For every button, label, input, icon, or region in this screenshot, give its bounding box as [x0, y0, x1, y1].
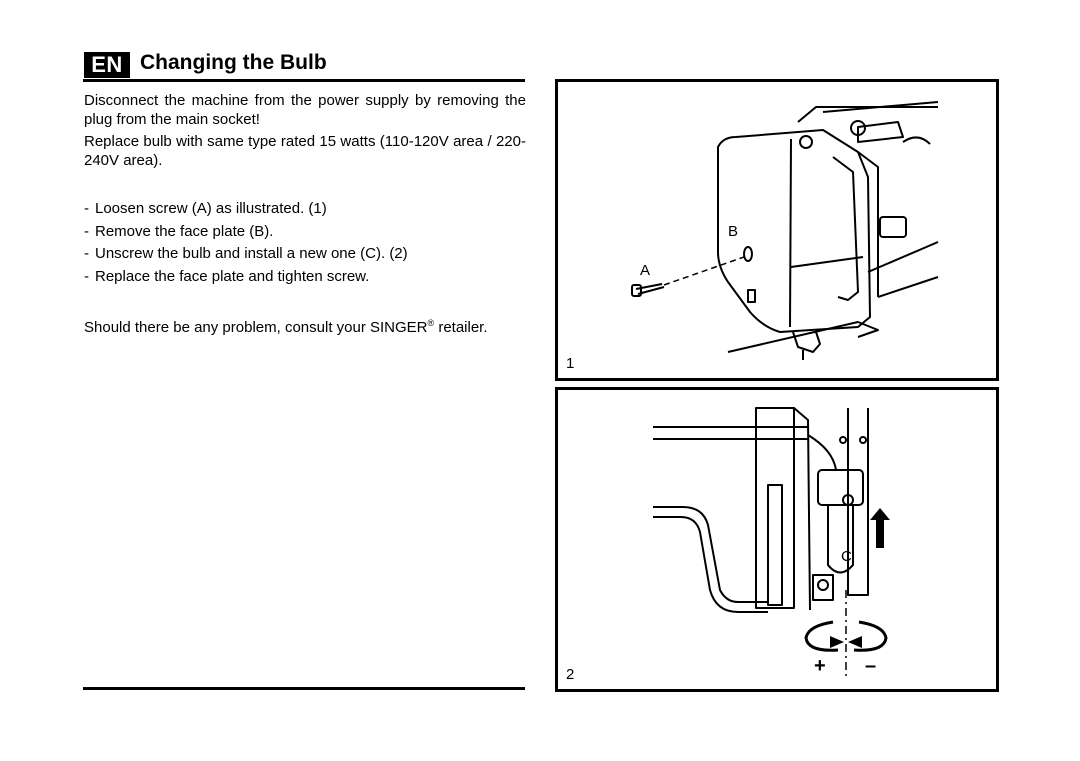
instruction-steps: -Loosen screw (A) as illustrated. (1) -R…: [84, 198, 526, 288]
step-item: -Replace the face plate and tighten scre…: [84, 267, 370, 285]
label-c: C: [841, 548, 852, 565]
step-text: Loosen screw (A) as illustrated. (1): [95, 200, 327, 217]
note-text: Should there be any problem, consult you…: [84, 319, 428, 336]
face-plate-illustration: A B: [631, 101, 939, 360]
step-item: -Loosen screw (A) as illustrated. (1): [84, 200, 327, 217]
bulb-spec-paragraph: Replace bulb with same type rated 15 wat…: [84, 133, 526, 169]
step-text: Replace the face plate and tighten screw…: [95, 267, 370, 285]
page-title: Changing the Bulb: [140, 51, 327, 74]
step-item: -Remove the face plate (B).: [84, 222, 274, 240]
figure-2-number: 2: [566, 666, 575, 683]
figure-2-bulb: C + – 2: [555, 387, 999, 692]
language-badge: EN: [84, 52, 130, 78]
label-a: A: [640, 262, 650, 279]
minus-sign: –: [865, 655, 876, 677]
figure-1-face-plate: A B 1: [555, 79, 999, 381]
figure-1-number: 1: [566, 355, 575, 372]
retailer-note: Should there be any problem, consult you…: [84, 318, 526, 337]
step-item: -Unscrew the bulb and install a new one …: [84, 245, 408, 262]
bulb-illustration: C + –: [653, 407, 890, 680]
bottom-divider: [83, 687, 525, 690]
note-text-end: retailer.: [434, 319, 488, 336]
label-b: B: [728, 223, 738, 240]
plus-sign: +: [814, 655, 826, 677]
title-divider: [83, 79, 525, 82]
registered-mark: ®: [427, 318, 435, 328]
step-text: Remove the face plate (B).: [95, 222, 274, 240]
warning-paragraph: Disconnect the machine from the power su…: [84, 92, 526, 128]
step-text: Unscrew the bulb and install a new one (…: [95, 245, 408, 262]
